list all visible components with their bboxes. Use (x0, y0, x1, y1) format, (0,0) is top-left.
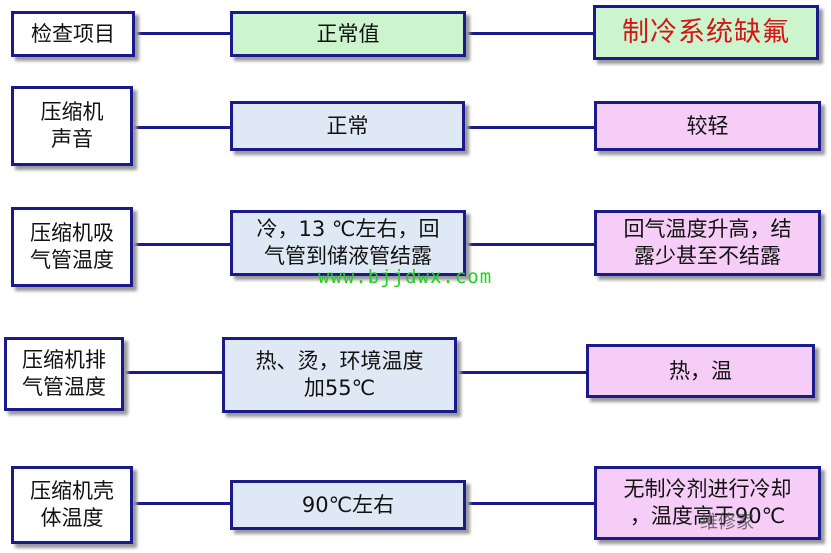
fault-box-compressor-sound: 较轻 (594, 101, 821, 151)
header-normal-box: 正常值 (230, 11, 466, 57)
connector-line (464, 126, 595, 129)
connector-line (134, 32, 232, 35)
connector-line (465, 32, 595, 35)
normal-box-compressor-sound: 正常 (230, 101, 465, 151)
normal-box-shell-temp: 90℃左右 (230, 480, 466, 530)
item-box-suction-temp: 压缩机吸 气管温度 (11, 207, 133, 287)
connector-line (132, 243, 232, 246)
connector-line (123, 371, 225, 374)
normal-box-suction-temp: 冷，13 ℃左右，回 气管到储液管结露 (230, 210, 466, 276)
connector-line (132, 502, 232, 505)
header-fault-box: 制冷系统缺氟 (593, 5, 819, 60)
fault-box-shell-temp: 无制冷剂进行冷却 ，温度高于90℃ (594, 466, 821, 540)
connector-line (456, 371, 588, 374)
normal-box-discharge-temp: 热、烫，环境温度 加55℃ (222, 337, 457, 413)
connector-line (465, 502, 595, 505)
fault-box-suction-temp: 回气温度升高，结 露少甚至不结露 (594, 210, 821, 276)
fault-box-discharge-temp: 热，温 (586, 344, 815, 398)
site-watermark: www.bjjdwx.com (318, 266, 493, 288)
connector-line (132, 126, 232, 129)
connector-line (465, 243, 595, 246)
header-item-box: 检查项目 (11, 11, 135, 57)
item-box-shell-temp: 压缩机壳 体温度 (11, 466, 133, 544)
item-box-discharge-temp: 压缩机排 气管温度 (4, 337, 124, 411)
item-box-compressor-sound: 压缩机 声音 (11, 86, 133, 166)
corner-watermark: 维修家 (700, 512, 754, 533)
